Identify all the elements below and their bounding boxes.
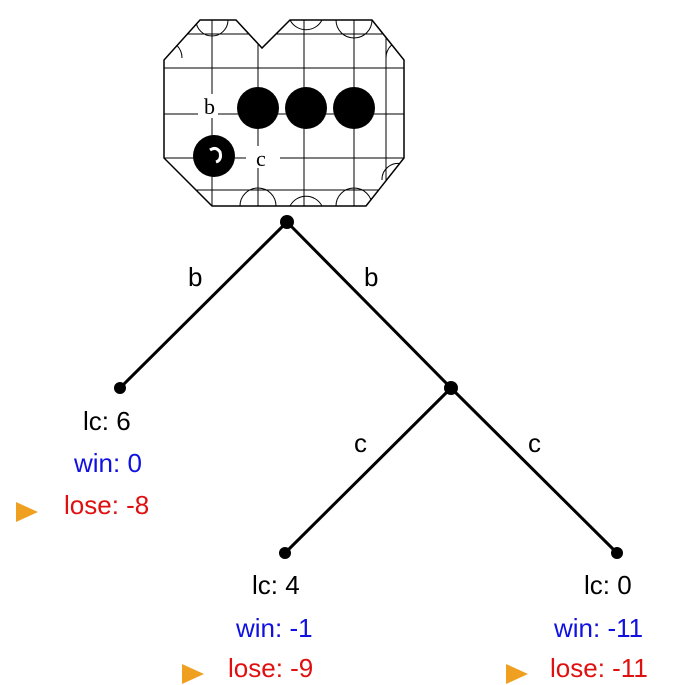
- node-info-bottom-left: lc: 4 win: -1 lose: -9: [182, 570, 313, 684]
- node-bottom-left: [279, 547, 291, 559]
- edge-mid-left: [283, 386, 453, 555]
- node-left: [114, 382, 126, 394]
- black-stone: [193, 135, 235, 177]
- black-stone: [333, 87, 375, 129]
- edge-root-right: [285, 220, 453, 390]
- lc-label: lc: 6: [83, 406, 131, 436]
- node-bottom-right: [611, 547, 623, 559]
- node-info-left: lc: 6 win: 0 lose: -8: [16, 406, 149, 522]
- node-mid: [444, 381, 458, 395]
- win-label: win: -11: [553, 613, 643, 643]
- black-stone: [285, 87, 327, 129]
- board-label-b: b: [204, 94, 215, 119]
- go-board-fragment: b c: [163, 19, 405, 207]
- lc-label: lc: 4: [252, 570, 300, 600]
- marker-icon: [16, 502, 38, 522]
- lc-label: lc: 0: [584, 570, 632, 600]
- tree-nodes: [114, 215, 623, 559]
- black-stone: [237, 87, 279, 129]
- win-label: win: -1: [235, 613, 313, 643]
- marker-icon: [182, 664, 204, 684]
- edge-label-mid-left: c: [354, 428, 367, 458]
- lose-label: lose: -11: [550, 653, 648, 683]
- board-label-c: c: [256, 146, 266, 171]
- node-info-bottom-right: lc: 0 win: -11 lose: -11: [506, 570, 648, 684]
- edge-label-root-left: b: [188, 262, 202, 292]
- edge-label-mid-right: c: [528, 428, 541, 458]
- marker-icon: [506, 664, 528, 684]
- node-root: [280, 215, 294, 229]
- win-label: win: 0: [73, 448, 142, 478]
- edge-root-left: [118, 220, 289, 390]
- edge-mid-right: [449, 386, 619, 555]
- lose-label: lose: -9: [228, 653, 313, 683]
- tree-edges: [118, 220, 619, 555]
- edge-label-root-right: b: [364, 262, 378, 292]
- lose-label: lose: -8: [64, 490, 149, 520]
